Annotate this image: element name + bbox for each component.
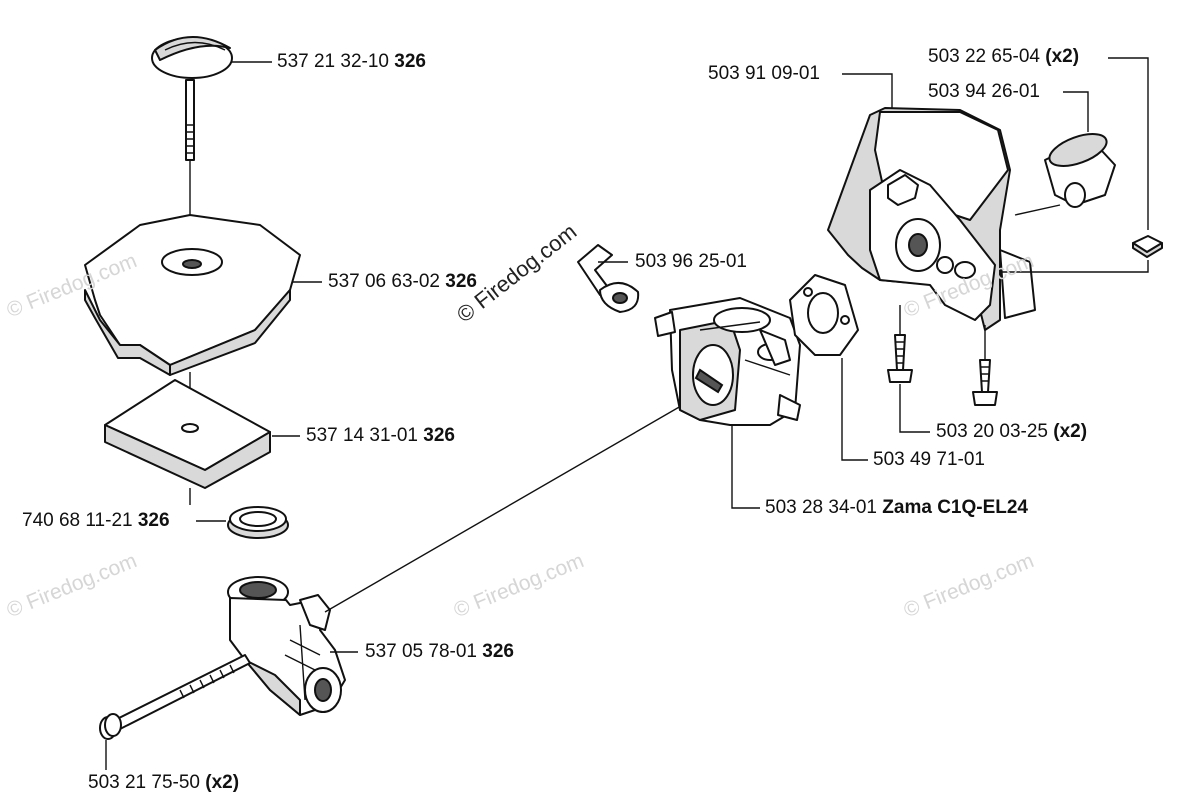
- part-number: 537 14 31-01: [306, 425, 418, 446]
- housing-leader: [842, 73, 893, 108]
- carburetor-leader: [731, 425, 760, 509]
- part-note: (x2): [1053, 421, 1088, 442]
- knob-part: [151, 36, 233, 252]
- part-number: 503 91 09-01: [708, 63, 820, 84]
- part-note: 326: [445, 271, 477, 292]
- part-number: 503 49 71-01: [873, 449, 985, 470]
- part-number: 537 05 78-01: [365, 641, 477, 662]
- label-screws: 503 20 03-25 (x2): [936, 421, 1087, 443]
- bolt-part: [99, 654, 251, 740]
- housing-part: [827, 107, 1036, 331]
- part-number: 503 22 65-04: [928, 46, 1040, 67]
- lever-part: [577, 244, 640, 313]
- label-carburetor: 503 28 34-01 Zama C1Q-EL24: [765, 497, 1028, 519]
- part-number: 740 68 11-21: [22, 510, 133, 531]
- part-number: 537 21 32-10: [277, 51, 389, 72]
- part-number: 537 06 63-02: [328, 271, 440, 292]
- filter-part: [104, 379, 271, 489]
- part-number: 503 94 26-01: [928, 81, 1040, 102]
- nut-part: [1132, 235, 1163, 258]
- label-sleeve: 503 94 26-01: [928, 81, 1040, 103]
- part-note: 326: [394, 51, 426, 72]
- label-lever: 503 96 25-01: [635, 251, 747, 273]
- part-note: (x2): [1045, 46, 1080, 67]
- label-adapter: 537 05 78-01 326: [365, 641, 514, 663]
- screws-part: [887, 334, 998, 406]
- label-bolt: 503 21 75-50 (x2): [88, 772, 239, 794]
- label-knob: 537 21 32-10 326: [277, 51, 426, 73]
- part-number: 503 28 34-01: [765, 497, 877, 518]
- label-gasket: 503 49 71-01: [873, 449, 985, 471]
- label-nut: 503 22 65-04 (x2): [928, 46, 1079, 68]
- label-cover: 537 06 63-02 326: [328, 271, 477, 293]
- sleeve-leader: [1063, 91, 1089, 132]
- part-note: (x2): [205, 772, 240, 793]
- part-note: 326: [137, 510, 170, 531]
- part-note: Zama C1Q-EL24: [882, 497, 1029, 518]
- label-housing: 503 91 09-01: [708, 63, 820, 85]
- sleeve-part: [1044, 133, 1116, 208]
- part-number: 503 21 75-50: [88, 772, 200, 793]
- adapter-part: [227, 576, 346, 716]
- screws-leader: [899, 384, 930, 433]
- gasket-leader: [841, 358, 868, 461]
- nut-leader: [1108, 57, 1149, 230]
- carburetor-part: [654, 297, 801, 426]
- part-note: 326: [482, 641, 514, 662]
- gasket-part: [789, 274, 859, 356]
- label-filter: 537 14 31-01 326: [306, 425, 455, 447]
- cover-part: [84, 214, 301, 376]
- housing-side-leader: [1000, 260, 1149, 273]
- part-note: 326: [423, 425, 455, 446]
- part-number: 503 20 03-25: [936, 421, 1048, 442]
- seal-part: [227, 506, 289, 539]
- label-seal: 740 68 11-21 326: [22, 510, 170, 532]
- part-number: 503 96 25-01: [635, 251, 747, 272]
